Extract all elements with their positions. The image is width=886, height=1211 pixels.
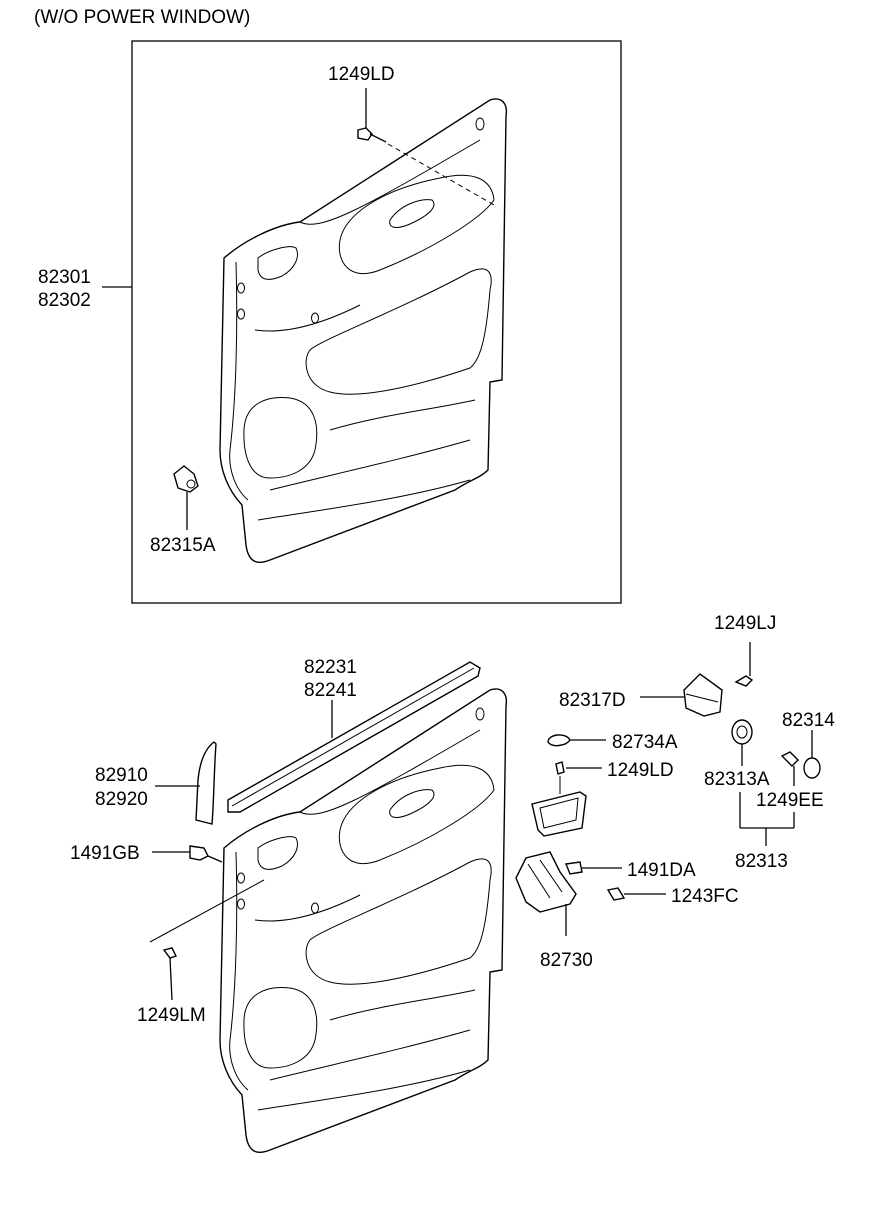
label-82317d: 82317D bbox=[559, 690, 626, 711]
label-1249lm: 1249LM bbox=[137, 1005, 206, 1026]
door-trim-panel-top bbox=[219, 98, 508, 563]
cap-82314 bbox=[803, 730, 821, 779]
garnish-82910 bbox=[155, 741, 217, 825]
label-82241: 82241 bbox=[304, 680, 357, 701]
screw-1249ee bbox=[780, 751, 799, 786]
label-82314: 82314 bbox=[782, 710, 835, 731]
label-1249lj: 1249LJ bbox=[714, 613, 776, 634]
fastener-1491da bbox=[565, 861, 622, 875]
pull-cup bbox=[531, 791, 587, 837]
screw-1249lm bbox=[149, 879, 265, 1001]
assembly-frame bbox=[131, 40, 622, 604]
label-1249ee: 1249EE bbox=[756, 790, 824, 811]
fastener-1491gb bbox=[152, 845, 223, 863]
label-1249ld-bottom: 1249LD bbox=[607, 760, 674, 781]
weatherstrip-82231 bbox=[227, 661, 481, 813]
screw-1249ld-bottom bbox=[555, 761, 602, 794]
label-82301: 82301 bbox=[38, 267, 91, 288]
label-82910: 82910 bbox=[95, 765, 148, 786]
label-82231: 82231 bbox=[304, 657, 357, 678]
grommet-82313a bbox=[731, 719, 753, 766]
cap-82734a bbox=[547, 734, 606, 747]
label-82313a: 82313A bbox=[704, 769, 770, 790]
label-82313: 82313 bbox=[735, 851, 788, 872]
label-82920: 82920 bbox=[95, 789, 148, 810]
label-1243fc: 1243FC bbox=[671, 886, 739, 907]
label-82734a: 82734A bbox=[612, 732, 678, 753]
label-82730: 82730 bbox=[540, 950, 593, 971]
screw-1249ld-top bbox=[357, 88, 495, 206]
bracket-82317d bbox=[640, 673, 723, 717]
screw-1249lj bbox=[734, 642, 754, 687]
assembly-bracket-82313 bbox=[739, 792, 795, 846]
screw-1243fc bbox=[606, 887, 666, 901]
label-82315a: 82315A bbox=[150, 535, 216, 556]
diagram-title: (W/O POWER WINDOW) bbox=[34, 7, 250, 28]
label-1249ld-top: 1249LD bbox=[328, 64, 395, 85]
clip-82315a bbox=[173, 465, 199, 530]
label-82302: 82302 bbox=[38, 290, 91, 311]
bracket-82730 bbox=[515, 851, 577, 936]
door-trim-panel-bottom bbox=[219, 688, 508, 1153]
label-1491da: 1491DA bbox=[627, 860, 696, 881]
label-1491gb: 1491GB bbox=[70, 843, 140, 864]
